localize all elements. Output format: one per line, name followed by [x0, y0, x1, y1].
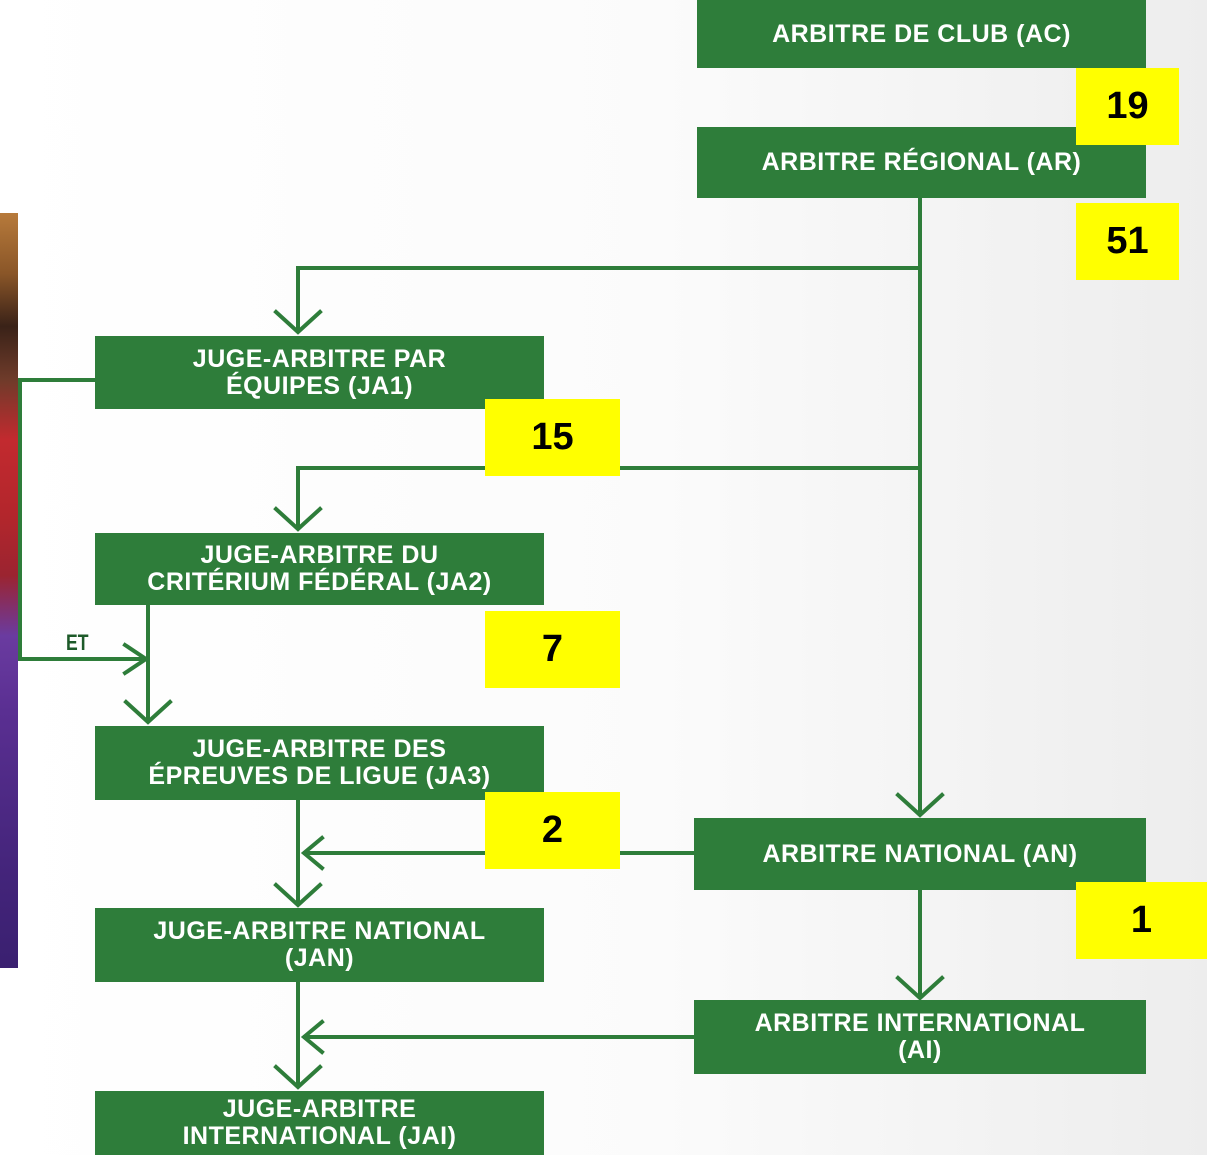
arrow-into-ja3-down: [123, 699, 173, 725]
arrow-into-jai-down: [273, 1064, 323, 1090]
node-ja1: JUGE-ARBITRE PAR ÉQUIPES (JA1): [95, 336, 544, 409]
node-arbitre-regional: ARBITRE RÉGIONAL (AR): [697, 127, 1146, 198]
node-arbitre-de-club: ARBITRE DE CLUB (AC): [697, 0, 1146, 68]
background-photo-fragment: [0, 213, 18, 968]
node-jai: JUGE-ARBITRE INTERNATIONAL (JAI): [95, 1091, 544, 1155]
count-badge-ac-ar: 19: [1076, 68, 1179, 145]
count-badge-ar: 51: [1076, 203, 1179, 280]
count-badge-an: 1: [1076, 882, 1207, 959]
branch-to-ja2: [296, 466, 922, 529]
arrow-into-ai: [895, 975, 945, 1001]
arrow-into-ja3-right: [122, 642, 150, 676]
arrow-into-ja1: [273, 309, 323, 335]
node-arbitre-national: ARBITRE NATIONAL (AN): [694, 818, 1146, 890]
count-badge-ja2: 7: [485, 611, 620, 688]
node-jan: JUGE-ARBITRE NATIONAL (JAN): [95, 908, 544, 982]
branch-to-ja1: [296, 266, 922, 332]
count-badge-ja3: 2: [485, 792, 620, 869]
arrow-ai-to-jai: [300, 1019, 325, 1055]
arrow-into-jan-down: [273, 882, 323, 908]
arrow-into-ja2: [273, 506, 323, 532]
arrow-an-to-jan: [300, 835, 325, 871]
node-arbitre-international: ARBITRE INTERNATIONAL (AI): [694, 1000, 1146, 1074]
node-ja2: JUGE-ARBITRE DU CRITÉRIUM FÉDÉRAL (JA2): [95, 533, 544, 605]
count-badge-ja1: 15: [485, 399, 620, 476]
node-ja3: JUGE-ARBITRE DES ÉPREUVES DE LIGUE (JA3): [95, 726, 544, 800]
et-connector-label: ET: [66, 630, 89, 655]
arrow-into-an: [895, 792, 945, 818]
loop-ja1-to-ja3: [18, 378, 147, 661]
